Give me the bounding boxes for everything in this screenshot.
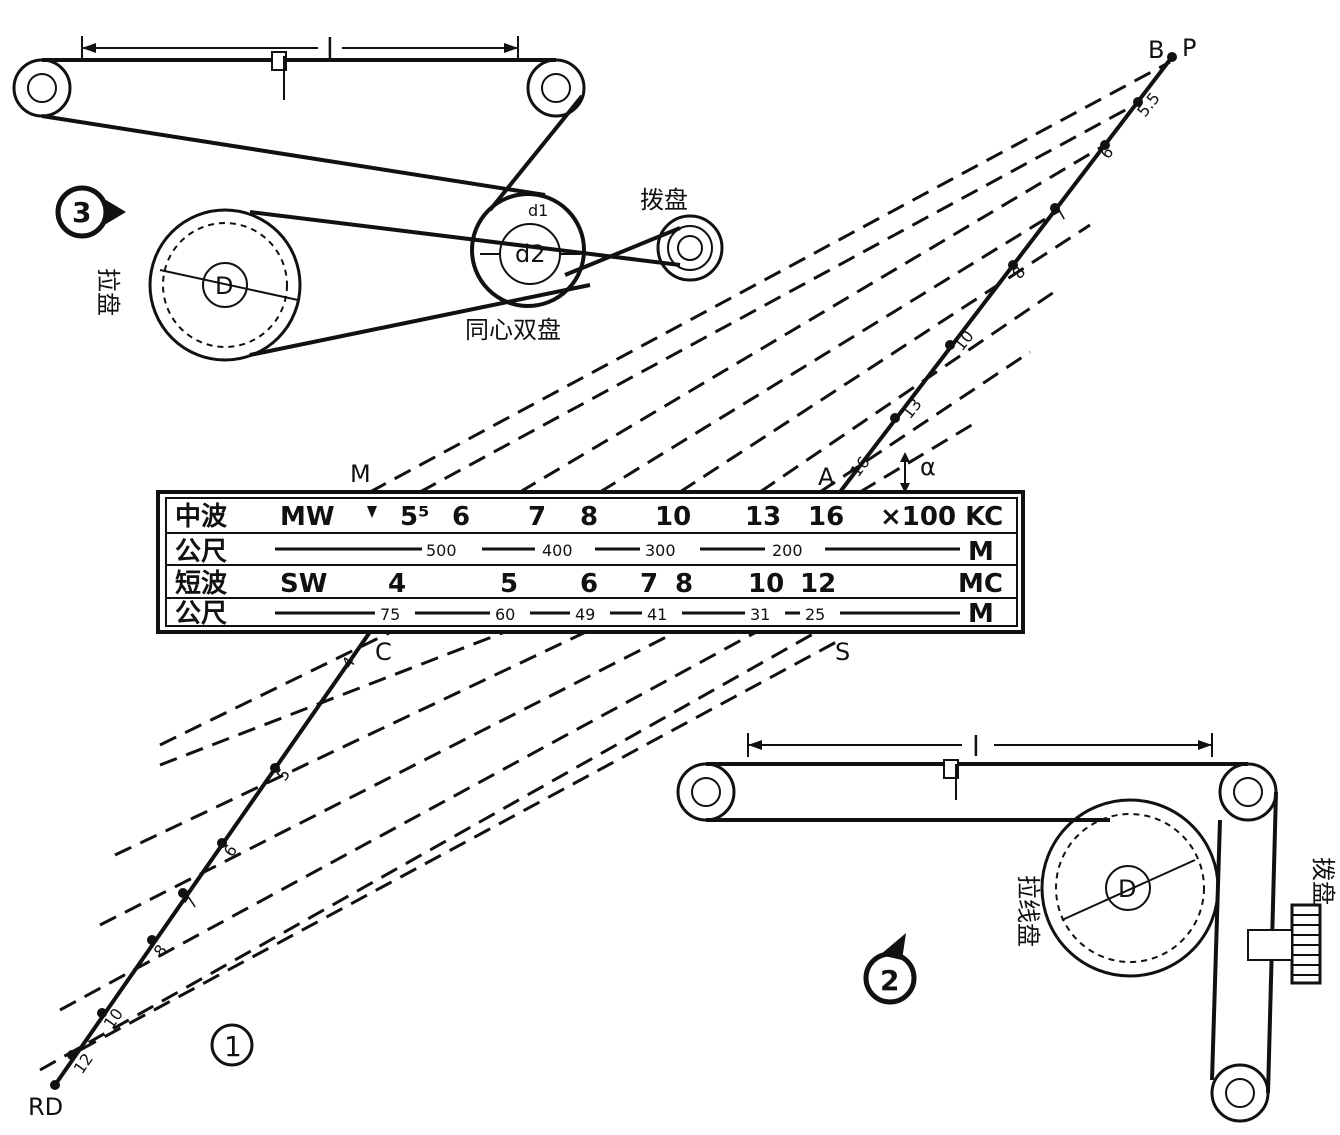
scale-crd-tick: 8 xyxy=(150,941,171,960)
angle-label-alpha: α xyxy=(920,453,936,481)
mw-tick: 6 xyxy=(452,502,470,532)
diagram-2: l D 拨盘 拉线盘 ② 2 xyxy=(676,730,1337,1123)
concentric-double-pulley xyxy=(470,192,586,308)
pulley-left xyxy=(12,58,72,118)
mw-meter-tick: 300 xyxy=(645,541,676,560)
sw-tick: 10 xyxy=(748,569,784,599)
dial-knob-label-bottom: 拨盘 xyxy=(1309,857,1337,905)
sw-meter-tick: 25 xyxy=(805,605,825,624)
sw-tick: 6 xyxy=(580,569,598,599)
mw-meter-name: 公尺 xyxy=(175,537,227,567)
point-label-m: M xyxy=(350,460,371,488)
sw-row-unit: MC xyxy=(958,569,1003,599)
svg-text:1: 1 xyxy=(224,1030,242,1063)
sw-row-band: SW xyxy=(280,569,327,599)
sw-tick: 4 xyxy=(388,569,406,599)
mw-tick: 5⁵ xyxy=(400,502,429,532)
mw-tick: 13 xyxy=(745,502,781,532)
marker-1-group: ① 1 xyxy=(210,1023,254,1067)
scale-ab-tick: 8 xyxy=(1008,263,1029,283)
string-drum-label: 拉线盘 xyxy=(1014,875,1042,947)
sw-meter-tick: 49 xyxy=(575,605,595,624)
scale-ab-tick: 10 xyxy=(950,327,978,355)
scale-ab-tick: 7 xyxy=(1050,205,1071,225)
point-label-rd: RD xyxy=(28,1093,63,1121)
mw-tick: 8 xyxy=(580,502,598,532)
sw-tick: 8 xyxy=(675,569,693,599)
dial-scale-panel: 中波 MW 5⁵ 6 7 8 10 13 16 ×100 KC 公尺 500 4… xyxy=(156,490,1025,634)
mw-row-band: MW xyxy=(280,502,335,532)
scale-line-crd: 4 5 6 7 8 10 12 xyxy=(50,630,372,1090)
drum-label-top: D xyxy=(215,272,233,300)
sw-tick: 5 xyxy=(500,569,518,599)
mw-meter-unit: M xyxy=(968,537,994,567)
drum-label-bottom: D xyxy=(1118,875,1136,903)
scale-crd-tick: 5 xyxy=(273,765,294,784)
mw-row-name: 中波 xyxy=(175,502,228,532)
sw-meter-tick: 31 xyxy=(750,605,770,624)
sw-meter-name: 公尺 xyxy=(175,599,227,629)
point-label-s: S xyxy=(835,638,850,666)
string-drum xyxy=(1040,798,1220,978)
sw-row-name: 短波 xyxy=(175,569,228,599)
svg-text:2: 2 xyxy=(880,964,899,997)
length-label-bottom: l xyxy=(972,730,980,763)
mw-meter-tick: 400 xyxy=(542,541,573,560)
point-label-b: B xyxy=(1148,36,1164,64)
mw-tick: 7 xyxy=(528,502,546,532)
point-label-c: C xyxy=(375,638,392,666)
scale-ab-tick: 5.5 xyxy=(1133,89,1164,121)
double-pulley-label: 同心双盘 xyxy=(465,316,561,344)
svg-text:3: 3 xyxy=(72,196,91,229)
pulley-bottom-right xyxy=(1218,762,1278,822)
mw-tick: 16 xyxy=(808,502,844,532)
pulley-right xyxy=(526,58,586,118)
sw-meter-unit: M xyxy=(968,599,994,629)
pulley-label-top: 拉盘 xyxy=(94,268,122,316)
dial-knob-top xyxy=(656,214,724,282)
scale-ab-tick: 13 xyxy=(898,395,926,423)
sw-tick: 7 xyxy=(640,569,658,599)
point-label-a: A xyxy=(818,463,835,491)
drum-pulley xyxy=(148,208,302,362)
scale-crd-tick: 4 xyxy=(338,653,359,672)
point-label-p: P xyxy=(1182,34,1196,62)
scale-crd-tick: 7 xyxy=(181,893,202,912)
pulley-bottom-lower xyxy=(1210,1063,1270,1123)
mw-tick: 10 xyxy=(655,502,691,532)
sw-tick: 12 xyxy=(800,569,836,599)
diagram-3: l d2 d1 D 拨盘 拉盘 xyxy=(12,32,724,362)
dial-knob-label-top: 拨盘 xyxy=(640,186,688,214)
length-label-top: l xyxy=(326,32,334,65)
sw-meter-tick: 60 xyxy=(495,605,515,624)
mw-meter-tick: 200 xyxy=(772,541,803,560)
pulley-bottom-left xyxy=(676,762,736,822)
sw-meter-tick: 75 xyxy=(380,605,400,624)
mw-meter-tick: 500 xyxy=(426,541,457,560)
mw-row-unit: ×100 KC xyxy=(880,502,1003,532)
projection-lines xyxy=(39,60,1171,1072)
scale-crd-tick: 6 xyxy=(220,841,241,860)
d1-label: d1 xyxy=(528,201,548,220)
sw-meter-tick: 41 xyxy=(647,605,667,624)
